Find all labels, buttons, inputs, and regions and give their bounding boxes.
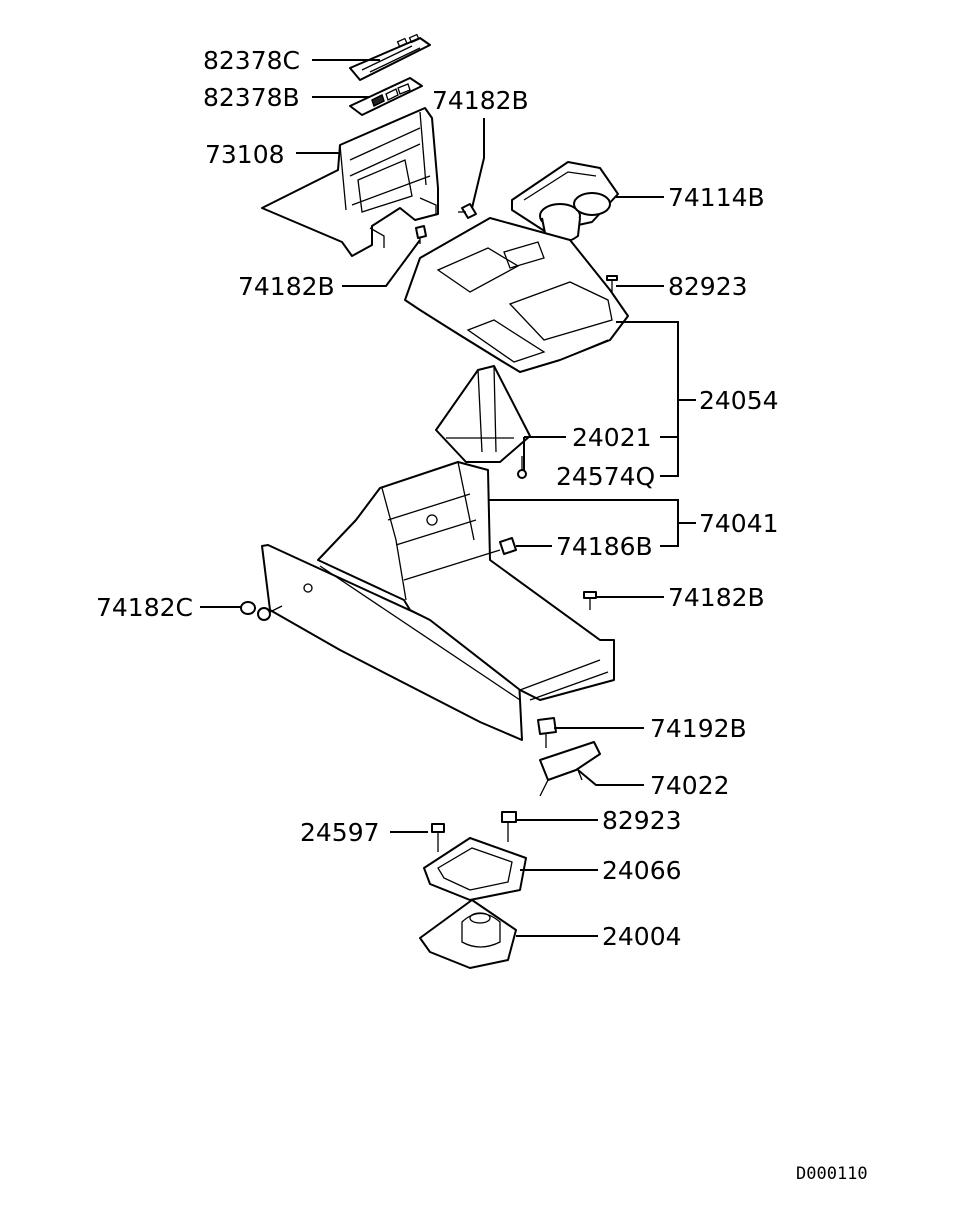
retainer-24066-drawing: [423, 837, 527, 901]
part-label-24004[interactable]: 24004: [602, 922, 682, 951]
fastener-74182c-drawing: [240, 601, 283, 621]
part-label-73108[interactable]: 73108: [205, 140, 285, 169]
screw-74182b-top-drawing: [458, 203, 477, 219]
screw-82923-bottom-drawing: [501, 811, 517, 842]
cup-holder-74114b-drawing: [511, 161, 619, 244]
part-label-82378c[interactable]: 82378C: [203, 46, 300, 75]
part-label-24574q[interactable]: 24574Q: [556, 462, 655, 491]
screw-74182b-left-drawing: [415, 225, 427, 244]
screw-74182b-right-drawing: [583, 591, 597, 610]
part-label-74022[interactable]: 74022: [650, 771, 730, 800]
console-body-74041-drawing: [261, 461, 615, 741]
part-label-74114b[interactable]: 74114B: [668, 183, 765, 212]
part-label-74182b-right[interactable]: 74182B: [668, 583, 765, 612]
part-label-82923-bottom[interactable]: 82923: [602, 806, 682, 835]
clip-74186b-drawing: [499, 537, 517, 555]
part-label-74182b-top[interactable]: 74182B: [432, 86, 529, 115]
bolt-74192b-drawing: [537, 717, 557, 748]
drawing-code: D000110: [796, 1164, 868, 1184]
console-top-24054-drawing: [404, 217, 629, 373]
leader-lines: [200, 59, 696, 937]
part-label-24021[interactable]: 24021: [572, 423, 652, 452]
part-label-82378b[interactable]: 82378B: [203, 83, 300, 112]
shift-boot-24021-drawing: [435, 365, 531, 463]
dust-boot-24004-drawing: [419, 899, 517, 969]
part-label-74182b-left[interactable]: 74182B: [238, 272, 335, 301]
part-label-74041[interactable]: 74041: [699, 509, 779, 538]
part-label-74182c[interactable]: 74182C: [96, 593, 193, 622]
part-label-24066[interactable]: 24066: [602, 856, 682, 885]
screw-24597-drawing: [431, 823, 445, 852]
switch-panel-82378b-drawing: [349, 77, 423, 116]
part-label-74192b[interactable]: 74192B: [650, 714, 747, 743]
part-label-24597[interactable]: 24597: [300, 818, 380, 847]
bracket-74022-drawing: [539, 741, 601, 797]
part-label-74186b[interactable]: 74186B: [556, 532, 653, 561]
part-label-24054[interactable]: 24054: [699, 386, 779, 415]
switch-panel-82378c-drawing: [349, 33, 431, 81]
front-panel-73108-drawing: [261, 107, 439, 257]
part-label-82923-top[interactable]: 82923: [668, 272, 748, 301]
screw-24574q-drawing: [517, 456, 527, 479]
